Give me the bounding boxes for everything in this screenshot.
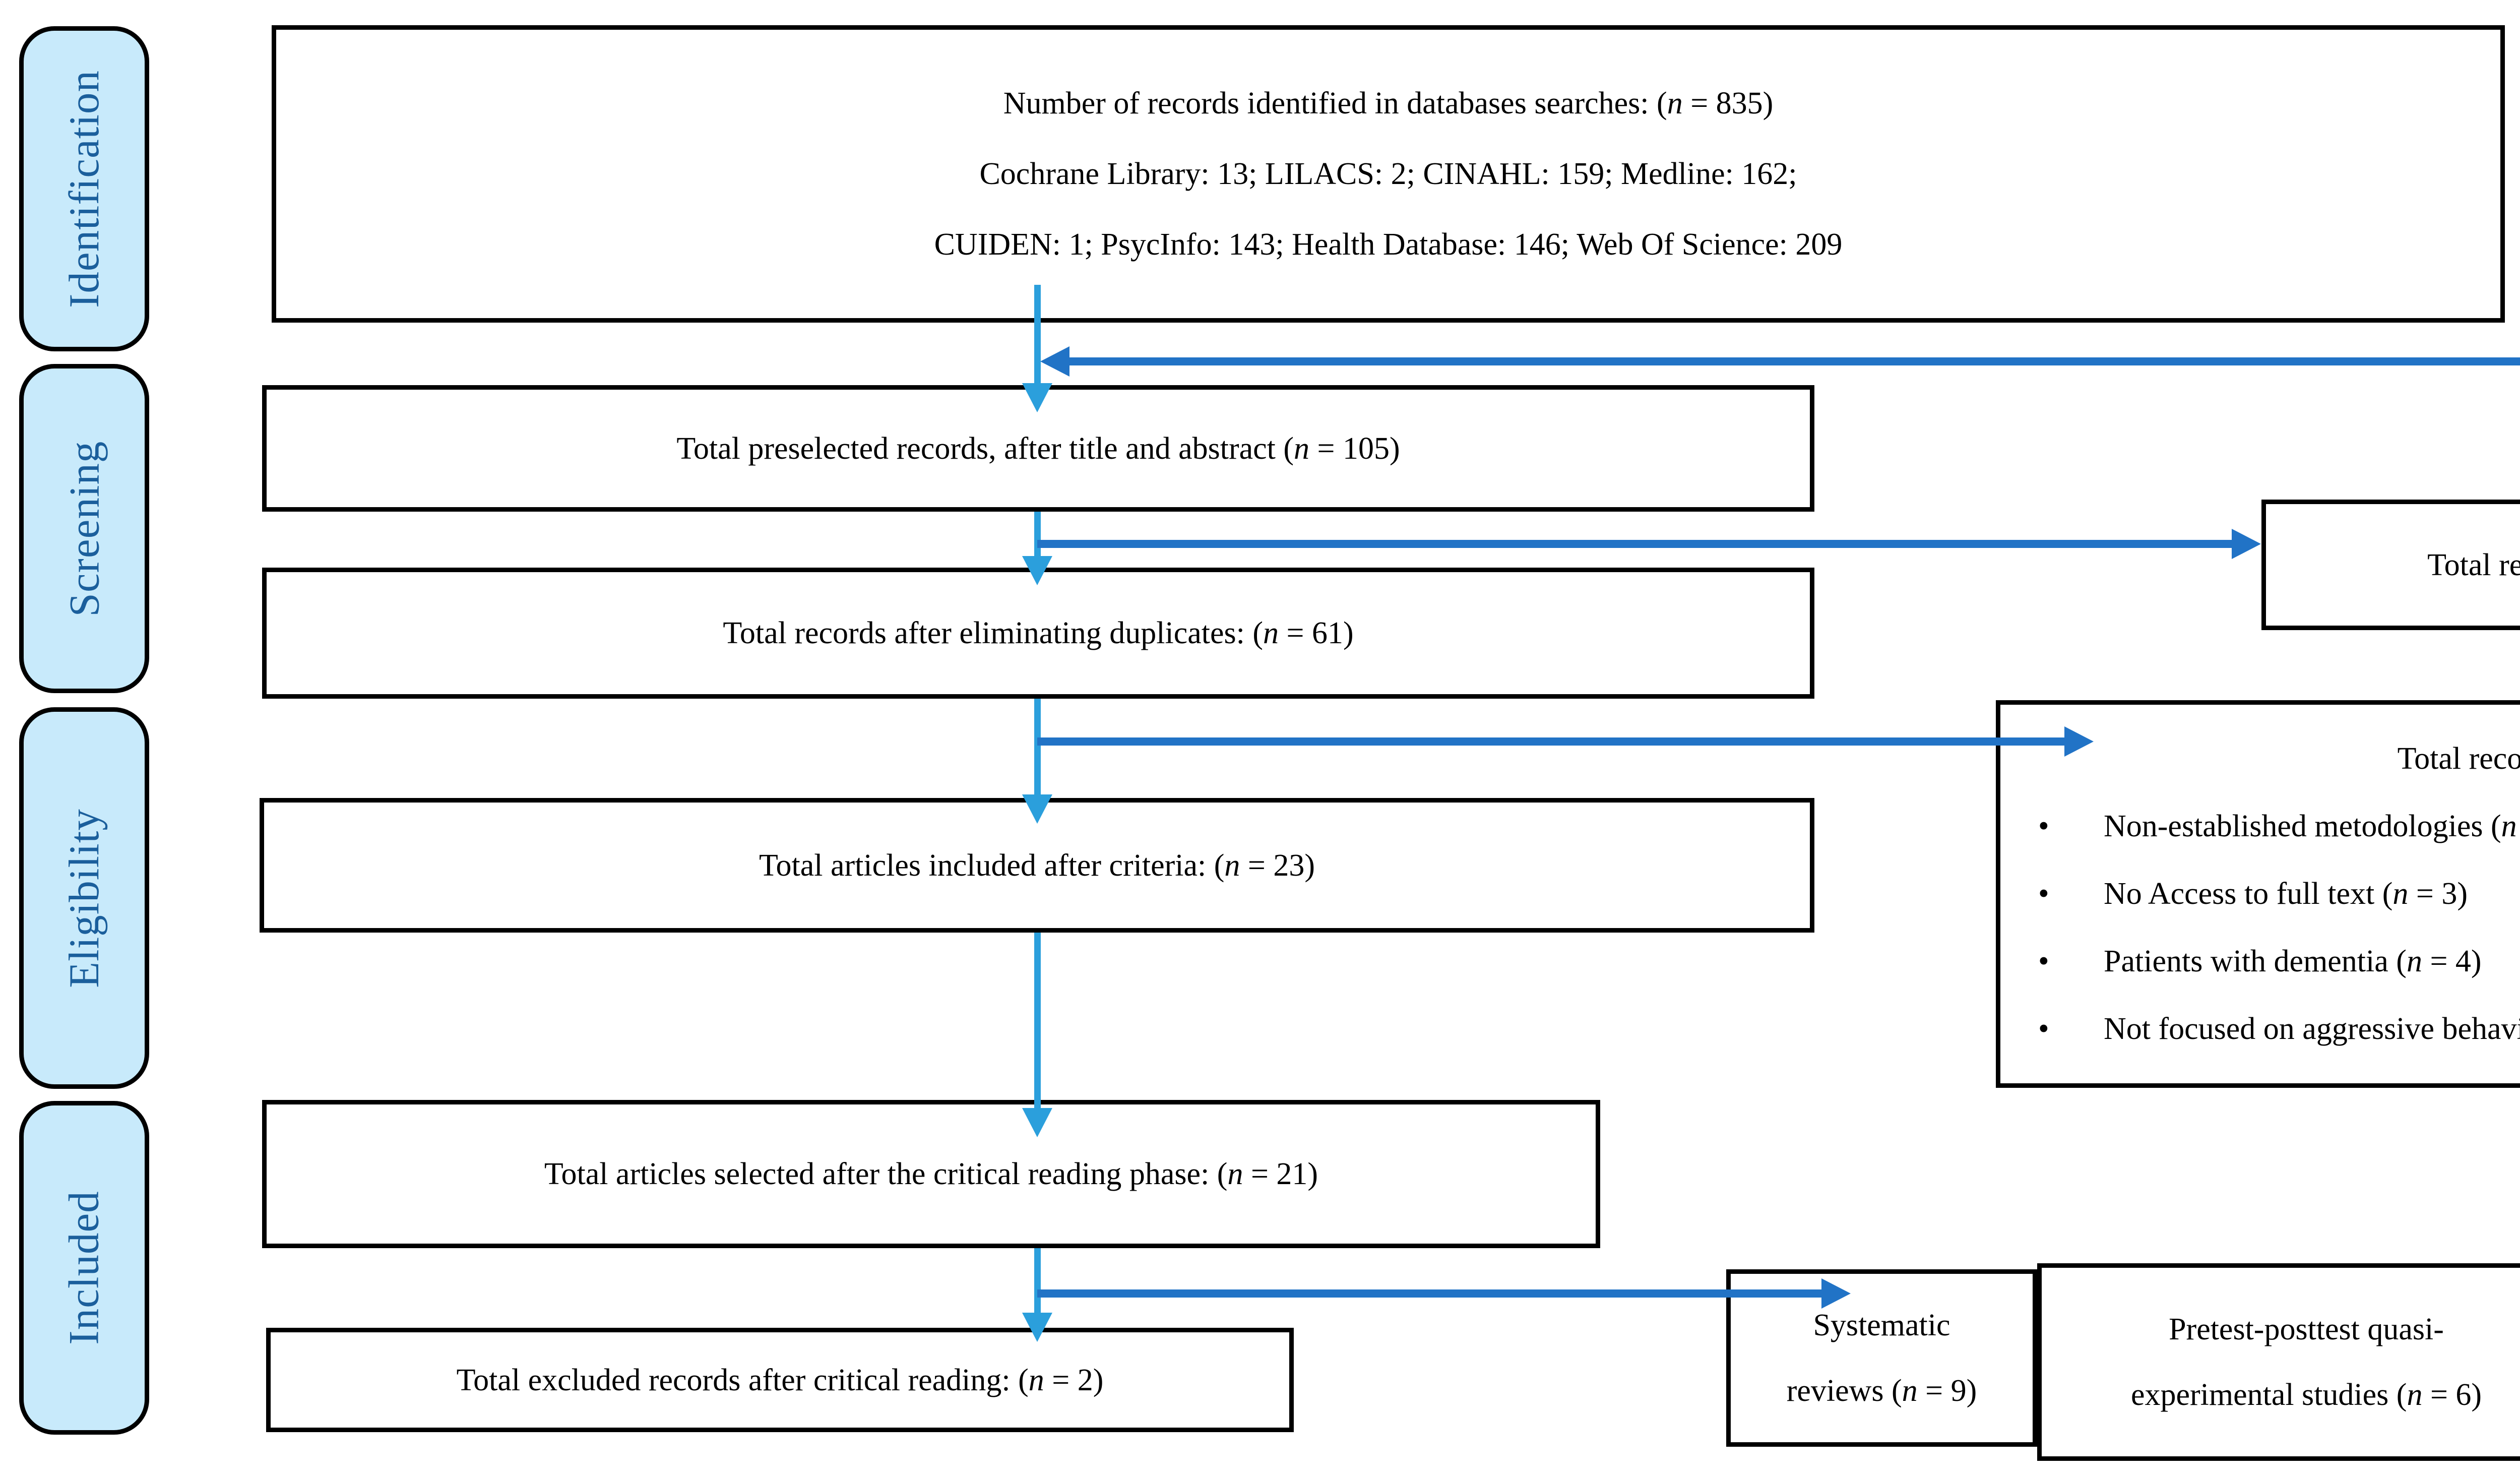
box-exclusion-reasons: Total records excluded, due to (n = 38) … (1996, 700, 2520, 1088)
pretest-posttest-line1: Pretest-posttest quasi- (2169, 1312, 2444, 1346)
stage-eligibility: Eligibility (19, 707, 149, 1089)
arrowhead-right-icon (1821, 1278, 1851, 1309)
box-critical-reading-excluded: Total excluded records after critical re… (266, 1328, 1294, 1432)
connector-to-study-types-line (1037, 1289, 1822, 1298)
exclusion-reason-item: Patients with dementia (n = 4) (2000, 928, 2520, 995)
exclusion-reasons-title: Total records excluded, due to (n = 38) (2397, 742, 2520, 776)
arrowhead-right-icon (2064, 726, 2094, 757)
box-systematic-reviews: Systematic reviews (n = 9) (1726, 1269, 2037, 1447)
arrowhead-down-icon (1022, 1108, 1052, 1137)
included-criteria-text: Total articles included after criteria: … (759, 848, 1315, 883)
duplicates-removed-text: Total records after eliminating duplicat… (723, 616, 1354, 650)
connector-duplicates-to-criteria-line (1034, 699, 1041, 794)
connector-critical-reading-to-excluded-line (1034, 1248, 1041, 1313)
critical-reading-excluded-text: Total excluded records after critical re… (456, 1363, 1104, 1397)
preselected-records-text: Total preselected records, after title a… (676, 431, 1400, 466)
stage-identification-label: Identification (60, 70, 108, 308)
database-records-line1: Number of records identified in database… (1003, 86, 1774, 120)
connector-to-exclusion-reasons-line (1037, 737, 2065, 746)
box-pretest-posttest: Pretest-posttest quasi- experimental stu… (2037, 1263, 2520, 1461)
stage-identification: Identification (19, 26, 149, 351)
box-database-records: Number of records identified in database… (272, 25, 2505, 323)
exclusion-reason-item: Not focused on aggressive behaviour or m… (2000, 995, 2520, 1063)
stage-screening-label: Screening (60, 441, 108, 617)
records-excluded-text: Total records excluded: (n = 44) (2427, 547, 2520, 582)
systematic-reviews-line2: reviews (n = 9) (1786, 1374, 1977, 1408)
arrowhead-down-icon (1022, 383, 1052, 412)
critical-reading-selected-text: Total articles selected after the critic… (544, 1157, 1318, 1191)
connector-to-records-excluded-line (1037, 540, 2233, 548)
arrowhead-left-icon (1040, 346, 1069, 377)
exclusion-reasons-list: Non-established metodologies (n = 19) No… (2000, 792, 2520, 1063)
systematic-reviews-line1: Systematic (1813, 1308, 1950, 1342)
connector-criteria-to-critical-reading-line (1034, 933, 1041, 1108)
box-critical-reading-selected: Total articles selected after the critic… (262, 1100, 1600, 1248)
connector-databases-to-preselected-line (1034, 285, 1041, 383)
connector-preselected-to-duplicates-line (1034, 512, 1041, 556)
stage-included: Included (19, 1101, 149, 1435)
exclusion-reason-item: No Access to full text (n = 3) (2000, 860, 2520, 928)
stage-screening: Screening (19, 364, 149, 693)
arrowhead-right-icon (2232, 529, 2261, 559)
arrowhead-down-icon (1022, 1313, 1052, 1342)
box-records-excluded: Total records excluded: (n = 44) (2261, 500, 2520, 630)
stage-included-label: Included (60, 1191, 108, 1345)
arrowhead-down-icon (1022, 794, 1052, 824)
pretest-posttest-line2: experimental studies (n = 6) (2130, 1378, 2482, 1412)
connector-other-sources-merge-line (1067, 357, 2520, 365)
exclusion-reason-item: Non-established metodologies (n = 19) (2000, 792, 2520, 860)
arrowhead-down-icon (1022, 556, 1052, 585)
stage-eligibility-label: Eligibility (60, 808, 108, 988)
database-records-line2: Cochrane Library: 13; LILACS: 2; CINAHL:… (979, 157, 1797, 191)
database-records-line3: CUIDEN: 1; PsycInfo: 143; Health Databas… (934, 227, 1843, 262)
box-duplicates-removed: Total records after eliminating duplicat… (262, 568, 1814, 699)
